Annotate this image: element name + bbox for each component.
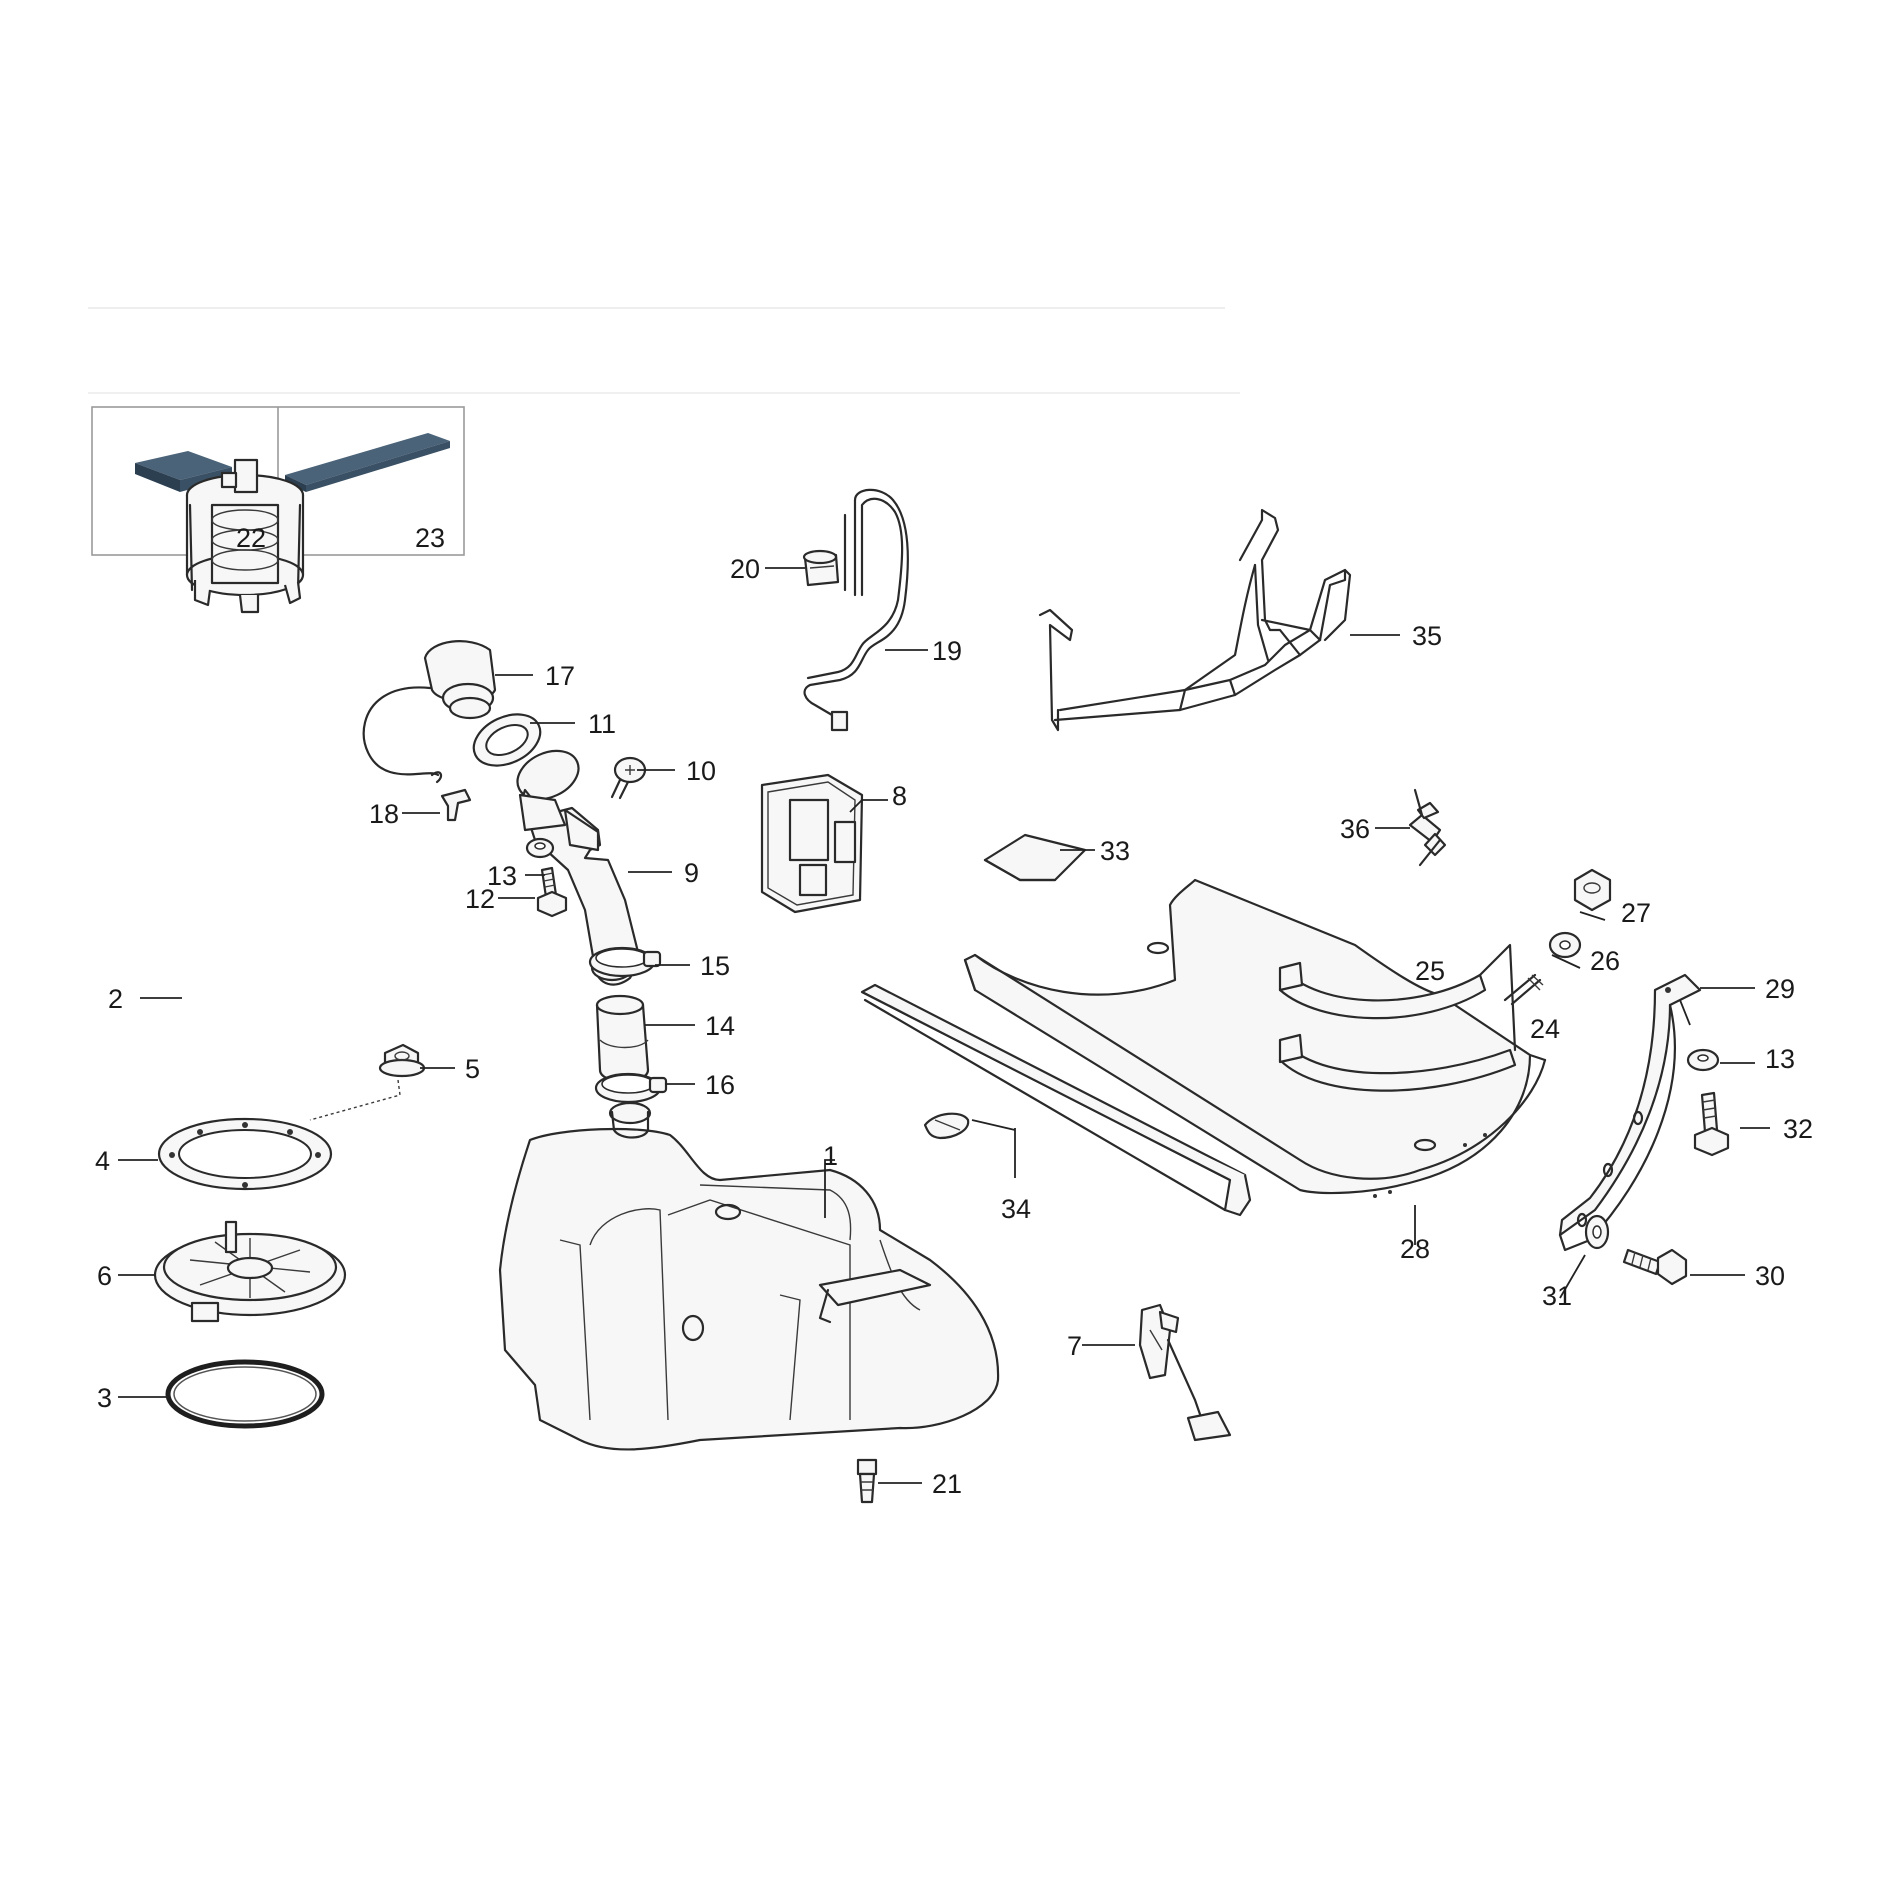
label-7: 7 xyxy=(1067,1331,1082,1361)
label-31: 31 xyxy=(1542,1281,1572,1311)
part-35-bracket xyxy=(1038,508,1352,732)
label-1: 1 xyxy=(823,1141,838,1171)
label-2: 2 xyxy=(108,984,123,1014)
part-2-fuel-pump xyxy=(185,458,305,614)
label-32: 32 xyxy=(1783,1114,1813,1144)
leader-lines xyxy=(118,567,1770,1484)
part-19-vent-line xyxy=(803,488,909,732)
label-29: 29 xyxy=(1765,974,1795,1004)
label-20: 20 xyxy=(730,554,760,584)
label-11: 11 xyxy=(588,709,616,739)
label-3: 3 xyxy=(97,1383,112,1413)
part-7-level-sender xyxy=(1138,1303,1232,1442)
label-18: 18 xyxy=(369,799,399,829)
label-36: 36 xyxy=(1340,814,1370,844)
label-16: 16 xyxy=(705,1070,735,1100)
label-15: 15 xyxy=(700,951,730,981)
part-11-seal xyxy=(472,713,542,767)
label-9: 9 xyxy=(684,858,699,888)
part-13-washer-right xyxy=(1686,1048,1720,1072)
label-6: 6 xyxy=(97,1261,112,1291)
label-10: 10 xyxy=(686,756,716,786)
part-15-clamp-top xyxy=(588,946,662,978)
part-5-nut xyxy=(309,1043,426,1121)
part-25-bands xyxy=(1278,943,1517,1092)
part-1-fuel-tank xyxy=(498,1101,1000,1451)
part-33-pad xyxy=(983,833,1087,882)
part-6-flange xyxy=(153,1220,347,1323)
callout-labels: 22 23 20 19 35 17 11 10 8 18 13 33 36 9 … xyxy=(95,523,1813,1499)
label-30: 30 xyxy=(1755,1261,1785,1291)
part-30-bolt xyxy=(1622,1248,1688,1286)
label-13: 13 xyxy=(1765,1044,1795,1074)
part-28-shield xyxy=(963,878,1547,1198)
label-24: 24 xyxy=(1530,1014,1560,1044)
part-34-strap xyxy=(860,983,1252,1217)
part-16-clamp-bottom xyxy=(594,1072,668,1104)
label-4: 4 xyxy=(95,1146,110,1176)
part-24-rod xyxy=(1503,973,1544,1006)
label-25: 25 xyxy=(1415,956,1445,986)
part-10-screw xyxy=(610,756,647,800)
part-21-drain-plug xyxy=(856,1458,878,1504)
label-23: 23 xyxy=(415,523,445,553)
part-18-clip xyxy=(440,788,472,822)
part-17-filler-cap xyxy=(362,640,497,784)
part-29-strap xyxy=(1558,973,1702,1252)
label-33: 33 xyxy=(1100,836,1130,866)
label-12: 12 xyxy=(465,884,495,914)
label-17: 17 xyxy=(545,661,575,691)
label-19: 19 xyxy=(932,636,962,666)
label-27: 27 xyxy=(1621,898,1651,928)
part-31-washer xyxy=(1584,1214,1610,1250)
label-28: 28 xyxy=(1400,1234,1430,1264)
label-5: 5 xyxy=(465,1054,480,1084)
part-14-hose xyxy=(595,994,650,1083)
label-8: 8 xyxy=(892,781,907,811)
part-12-bolt xyxy=(536,866,568,918)
part-26-washer xyxy=(1548,931,1582,959)
part-4-gasket xyxy=(157,1117,333,1191)
label-14: 14 xyxy=(705,1011,735,1041)
label-35: 35 xyxy=(1412,621,1442,651)
label-34: 34 xyxy=(1001,1194,1031,1224)
part-20-grommet xyxy=(802,549,840,587)
part-32-bolt xyxy=(1693,1091,1730,1157)
part-3-o-ring xyxy=(165,1359,325,1429)
label-26: 26 xyxy=(1590,946,1620,976)
part-13-washer-left xyxy=(525,837,555,859)
part-8-module xyxy=(760,773,864,914)
part-9-filler-neck xyxy=(516,749,642,986)
label-13: 13 xyxy=(487,861,517,891)
label-21: 21 xyxy=(932,1469,962,1499)
label-22: 22 xyxy=(236,523,266,553)
part-36-fitting xyxy=(1408,788,1447,867)
part-27-nut xyxy=(1573,868,1612,912)
